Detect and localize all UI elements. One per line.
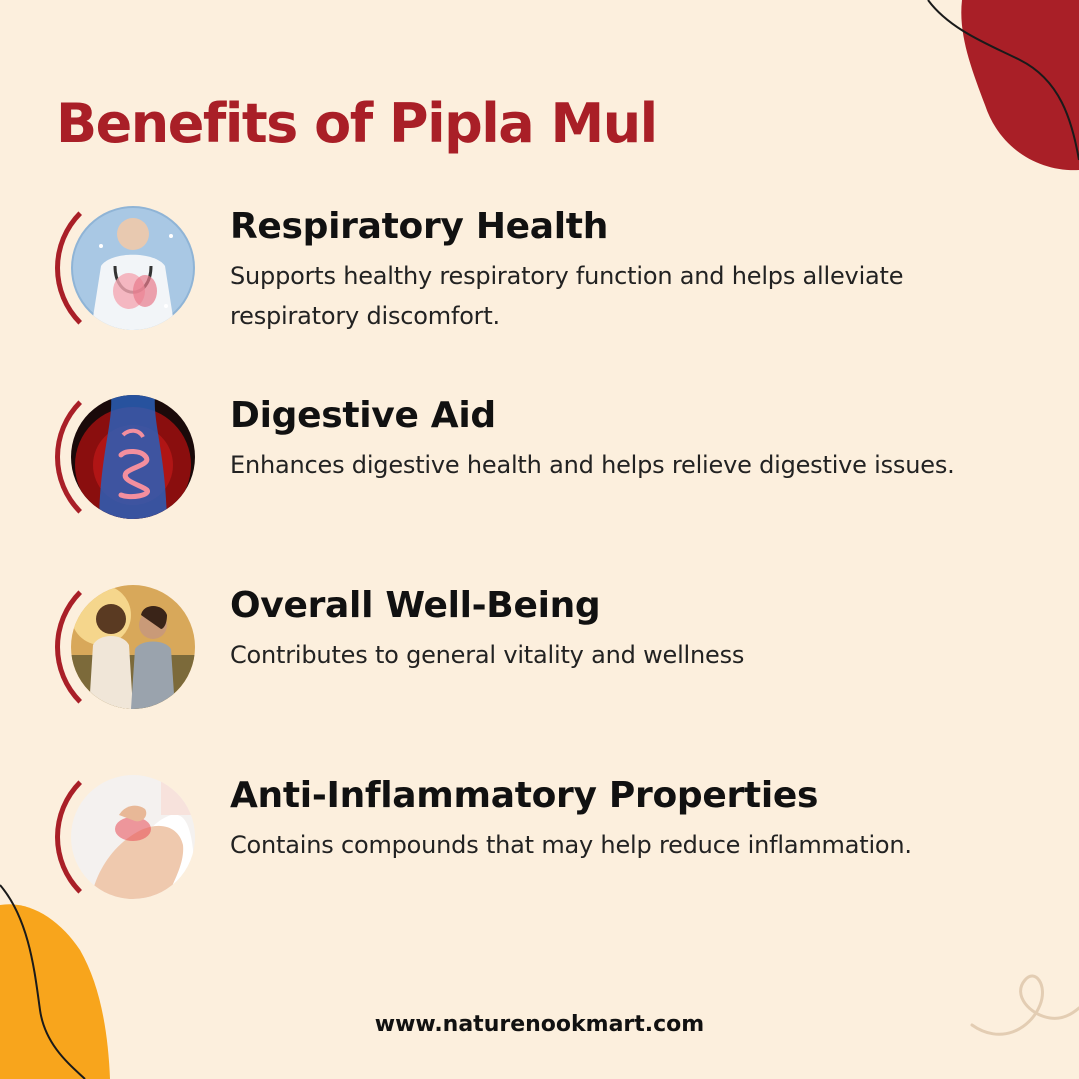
bottom-left-curve-line (0, 884, 86, 1079)
accent-ring (55, 757, 215, 917)
website-url[interactable]: www.naturenookmart.com (374, 1012, 705, 1037)
doctor-lungs-photo (71, 206, 195, 330)
accent-ring (55, 377, 215, 537)
benefit-item-digestive: Digestive Aid Enhances digestive health … (0, 377, 1079, 537)
benefit-item-anti-inflammatory: Anti-Inflammatory Properties Contains co… (0, 757, 1079, 917)
benefit-title: Overall Well-Being (230, 585, 601, 626)
accent-ring (55, 567, 215, 727)
accent-ring (55, 188, 215, 348)
top-right-red-blob (961, 0, 1079, 171)
benefit-title: Respiratory Health (230, 206, 609, 247)
benefit-description: Enhances digestive health and helps reli… (230, 451, 955, 479)
shoulder-pain-photo (71, 775, 195, 899)
benefit-description: Contains compounds that may help reduce … (230, 831, 912, 859)
page-title: Benefits of Pipla Mul (56, 92, 658, 155)
happy-couple-photo (71, 585, 195, 709)
benefit-description: Contributes to general vitality and well… (230, 641, 745, 669)
benefit-item-wellbeing: Overall Well-Being Contributes to genera… (0, 567, 1079, 727)
benefit-title: Digestive Aid (230, 395, 496, 436)
top-right-curve-line (927, 0, 1079, 161)
bottom-left-orange-blob (0, 904, 110, 1079)
benefit-description: Supports healthy respiratory function an… (230, 262, 904, 330)
bottom-right-squiggle (970, 974, 1079, 1036)
benefit-title: Anti-Inflammatory Properties (230, 775, 819, 816)
benefit-item-respiratory: Respiratory Health Supports healthy resp… (0, 188, 1079, 348)
digestive-system-photo (71, 395, 195, 519)
